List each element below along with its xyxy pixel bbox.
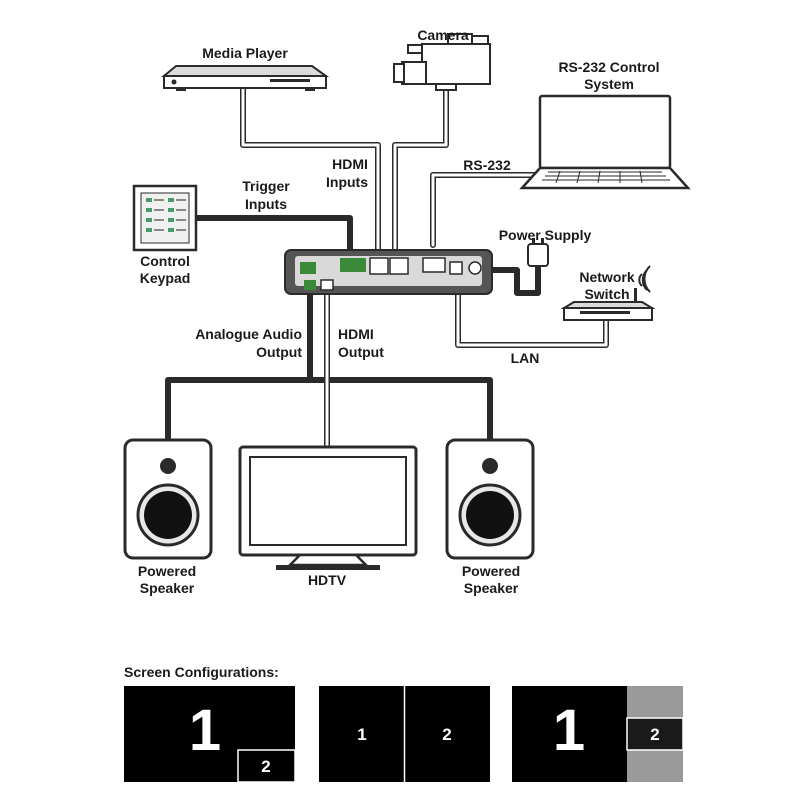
camera-label: Camera [417,27,469,43]
screen-config-side-by-side: 1 2 [319,686,490,782]
camera-icon [393,33,491,91]
hdtv-icon [238,445,418,570]
speaker-left-label-2: Speaker [140,580,195,596]
power-cable [484,262,541,296]
config3-side-number: 2 [650,725,659,744]
power-supply-icon [527,238,549,267]
screen-config-pip: 1 2 [124,686,296,783]
config1-pip-number: 2 [261,757,270,776]
speaker-icon [123,438,213,560]
audio-cable-right [307,377,493,443]
media-player-label: Media Player [202,45,288,61]
config1-main-number: 1 [189,698,221,763]
screen-configurations-title: Screen Configurations: [124,664,279,680]
analogue-audio-label-2: Output [256,344,302,360]
speaker-left-label-1: Powered [138,563,196,579]
speaker-right-label-2: Speaker [464,580,519,596]
screen-config-main-side: 1 2 [512,686,684,782]
media-player-icon [161,65,330,91]
config3-main-number: 1 [553,698,585,763]
control-keypad-label-1: Control [140,253,190,269]
trigger-cable [192,215,353,253]
speaker-right-label-1: Powered [462,563,520,579]
hdmi-inputs-label-1: HDMI [332,156,368,172]
rs232-system-label-1: RS-232 Control [558,59,659,75]
control-keypad-icon [132,184,198,252]
cables [165,85,609,450]
hdmi-inputs-label-2: Inputs [326,174,368,190]
labels: Media Player Camera RS-232 Control Syste… [138,27,660,596]
laptop-icon [519,94,691,190]
hdmi-output-label-1: HDMI [338,326,374,342]
network-switch-label-2: Switch [584,286,629,302]
config2-left-number: 1 [357,725,366,744]
analogue-audio-label-1: Analogue Audio [195,326,302,342]
hdtv-label: HDTV [308,572,347,588]
switcher-device-icon [284,249,493,295]
rs232-label: RS-232 [463,157,511,173]
hdmi-output-label-2: Output [338,344,384,360]
rs232-system-label-2: System [584,76,634,92]
lan-label: LAN [511,350,540,366]
network-switch-label-1: Network [579,269,634,285]
camera-hdmi-cable [392,85,449,253]
speaker-icon-right [445,438,535,560]
network-switch-icon [560,265,656,321]
trigger-inputs-label-2: Inputs [245,196,287,212]
trigger-inputs-label-1: Trigger [242,178,290,194]
power-supply-label: Power Supply [499,227,592,243]
audio-cable [165,289,313,443]
config2-right-number: 2 [442,725,451,744]
control-keypad-label-2: Keypad [140,270,191,286]
